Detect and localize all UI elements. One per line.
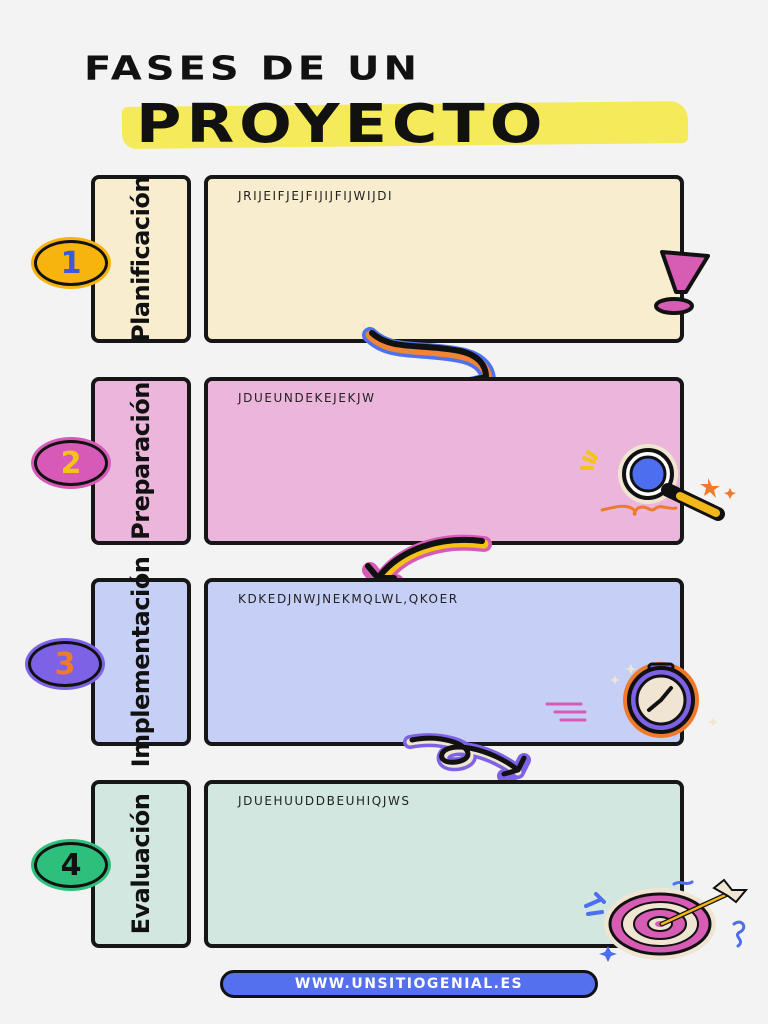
phase-3-badge: 3 [28,641,102,687]
phase-4-label: Evaluación [127,793,155,935]
title-line-1: FASES DE UN [84,50,421,88]
magnifier-icon [580,444,736,521]
phase-1-content: JRIJEIFJEJFIJIJFIJWIJDI [238,189,394,203]
phase-2-label: Preparación [127,382,155,540]
title-line-2: PROYECTO [136,92,548,155]
phase-3-content-box[interactable]: KDKEDJNWJNEKMQLWL,QKOER [204,578,684,746]
phase-4-number: 4 [60,847,82,883]
phase-3-label: Implementación [127,556,155,768]
target-icon [584,878,749,962]
phase-1-badge: 1 [34,240,108,286]
phase-4-content-box[interactable]: JDUEHUUDDBEUHIQJWS [204,780,684,948]
phase-2-content-box[interactable]: JDUEUNDEKEJEKJW [204,377,684,545]
phase-2-content: JDUEUNDEKEJEKJW [238,391,376,405]
phase-1-content-box[interactable]: JRIJEIFJEJFIJIJFIJWIJDI [204,175,684,343]
arrow-loop-right-icon [403,733,531,783]
phase-3-content: KDKEDJNWJNEKMQLWL,QKOER [238,592,459,606]
website-text: WWW.UNSITIOGENIAL.ES [294,976,524,992]
phase-3-label-box: Implementación [91,557,191,767]
website-link[interactable]: WWW.UNSITIOGENIAL.ES [220,970,598,998]
stopwatch-icon [545,662,718,738]
phase-2-number: 2 [60,445,82,481]
phase-4-badge: 4 [34,842,108,888]
phase-2-badge: 2 [34,440,108,486]
arrow-down-right-icon [362,327,496,393]
phase-3-number: 3 [54,646,76,682]
phase-1-label: Planificación [127,176,155,342]
phase-1-number: 1 [60,245,82,281]
phase-4-content: JDUEHUUDDBEUHIQJWS [238,794,411,808]
exclamation-icon [654,250,710,315]
